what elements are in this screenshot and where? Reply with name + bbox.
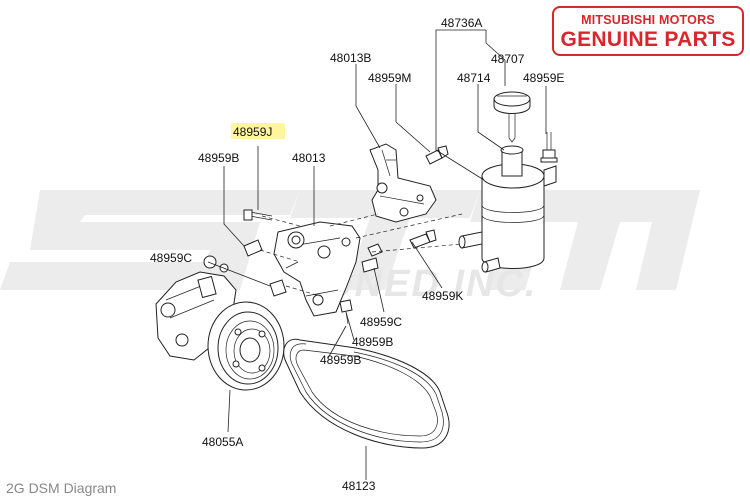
bolt-48959B-top	[243, 209, 273, 221]
bolt-48959E	[540, 132, 558, 163]
bolt-48959M	[425, 145, 449, 165]
label-48959J: 48959J	[233, 125, 272, 139]
label-48123: 48123	[342, 479, 376, 493]
label-48959B-left: 48959B	[198, 151, 239, 165]
label-48736A: 48736A	[441, 16, 482, 30]
label-48959E: 48959E	[523, 71, 564, 85]
brand-line-1: MITSUBISHI MOTORS	[581, 13, 715, 27]
bolt-48959B-low	[339, 299, 353, 325]
assembly-dashes	[259, 213, 463, 297]
label-48959C-right: 48959C	[360, 315, 402, 329]
label-48959C-left: 48959C	[150, 251, 192, 265]
label-48959M: 48959M	[368, 71, 411, 85]
mitsubishi-genuine-parts-logo: MITSUBISHI MOTORS GENUINE PARTS	[552, 6, 744, 56]
label-48959K: 48959K	[422, 289, 463, 303]
part-labels: 48736A 48707 48714 48959E 48013B 48959M …	[150, 16, 564, 493]
label-48959B-low: 48959B	[320, 353, 361, 367]
drive-belt	[283, 338, 450, 449]
highlight-48959J	[231, 123, 285, 139]
label-48055A: 48055A	[202, 435, 243, 449]
label-48013: 48013	[292, 151, 326, 165]
label-48013B: 48013B	[330, 51, 371, 65]
label-48707: 48707	[491, 52, 525, 66]
diagram-caption: 2G DSM Diagram	[6, 480, 117, 496]
reservoir-cap	[493, 91, 531, 143]
power-steering-pump	[155, 255, 285, 391]
reservoir-tank	[458, 145, 557, 273]
bracket-48013B	[369, 143, 437, 223]
leader-lines	[207, 29, 547, 480]
label-48959B-right: 48959B	[352, 335, 393, 349]
bolt-48959C-left	[243, 239, 287, 297]
bracket-48013	[273, 221, 361, 317]
label-48714: 48714	[457, 71, 491, 85]
bolt-48959K	[409, 229, 437, 249]
brand-line-2: GENUINE PARTS	[560, 28, 736, 51]
